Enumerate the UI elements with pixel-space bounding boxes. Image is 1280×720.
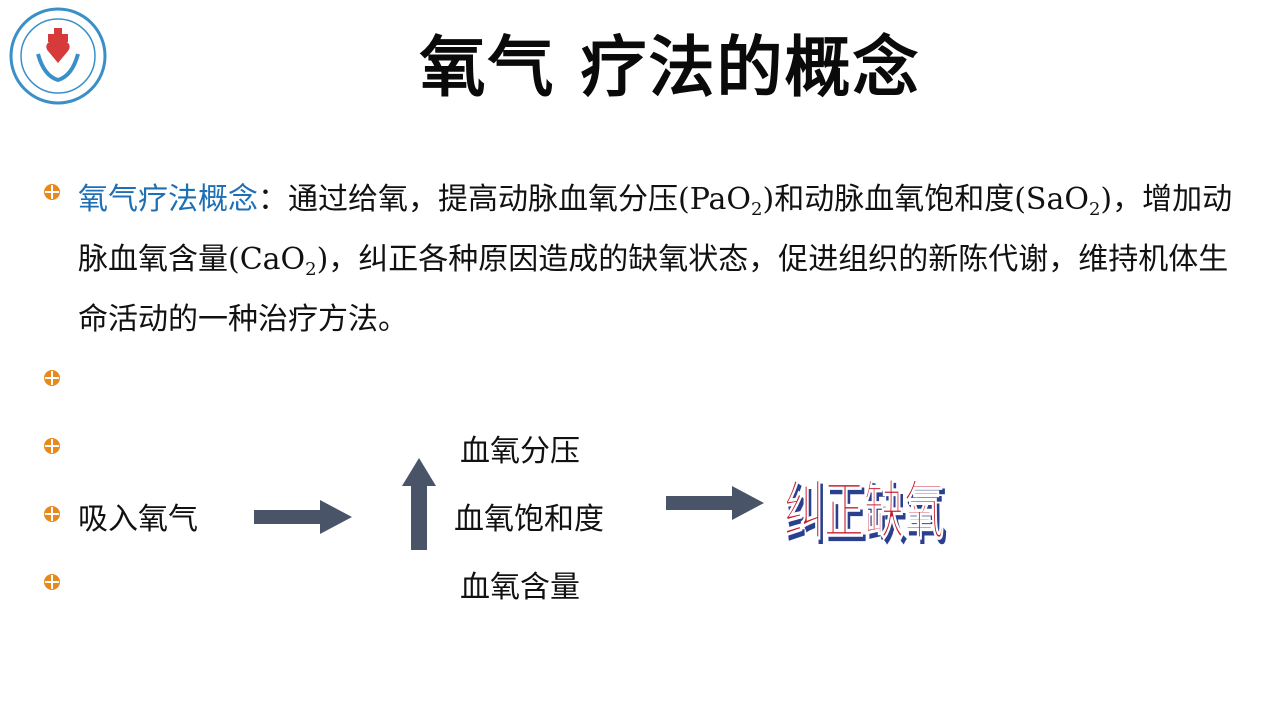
bullet-icon — [44, 574, 60, 590]
result-wordart: 纠正缺氧 纠正缺氧 — [783, 473, 947, 554]
up-arrow-icon — [402, 458, 436, 550]
subscript: 2 — [751, 199, 763, 220]
subscript: 2 — [305, 259, 317, 280]
flow-item: 血氧饱和度 — [454, 502, 604, 537]
hospital-logo — [9, 7, 107, 105]
subscript: 2 — [1088, 199, 1101, 220]
page-title: 氧气 疗法的概念 — [419, 29, 921, 106]
definition-text: 通过给氧，提高动脉血氧分压(PaO — [288, 182, 752, 217]
result-shadow: 纠正缺氧 — [787, 478, 947, 554]
definition-text: )，增加动脉血氧含量(CaO — [78, 182, 1233, 277]
right-arrow-icon — [666, 486, 764, 520]
flow-item: 血氧含量 — [460, 570, 580, 605]
definition-colon: ： — [258, 182, 288, 217]
bullet-icon — [44, 506, 60, 522]
bullet-icon — [44, 184, 60, 200]
definition-paragraph: 氧气疗法概念：通过给氧，提高动脉血氧分压(PaO2)和动脉血氧饱和度(SaO2)… — [78, 170, 1248, 350]
definition-term: 氧气疗法概念 — [78, 182, 258, 217]
definition-text: )和动脉血氧饱和度(SaO — [762, 182, 1089, 217]
definition-text: )，纠正各种原因造成的缺氧状态，促进组织的新陈代谢，维持机体生命活动的一种治疗方… — [78, 242, 1229, 337]
result-text: 纠正缺氧 — [784, 473, 944, 549]
bullet-icon — [44, 438, 60, 454]
input-label: 吸入氧气 — [78, 502, 198, 537]
flow-item: 血氧分压 — [460, 434, 580, 469]
bullet-icon — [44, 370, 60, 386]
right-arrow-icon — [254, 500, 352, 534]
